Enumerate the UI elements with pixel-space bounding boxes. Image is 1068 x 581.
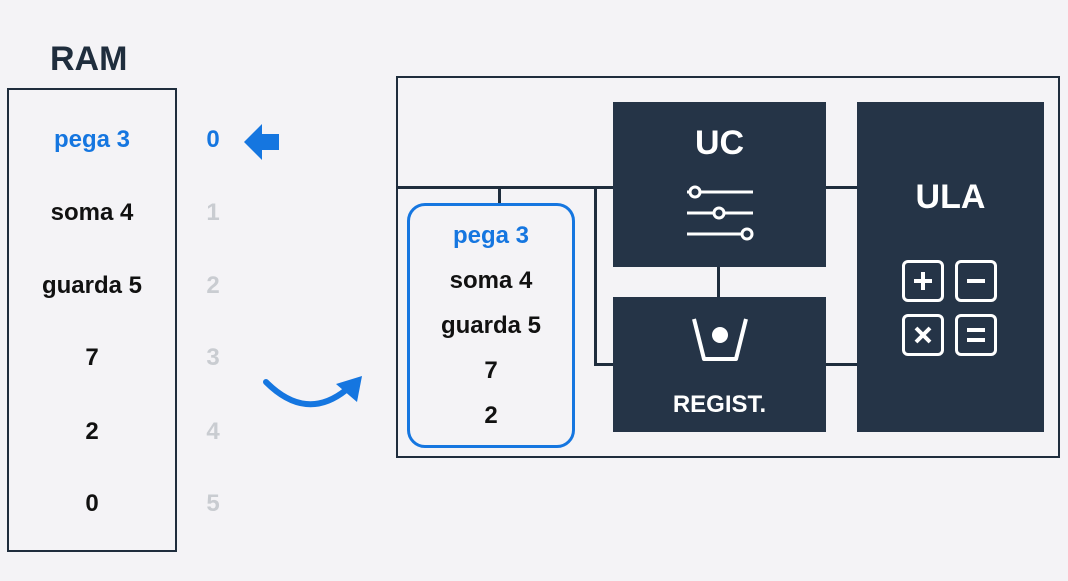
cache-box: pega 3 soma 4 guarda 5 7 2 (407, 203, 575, 448)
ram-box (7, 88, 177, 552)
ram-address-1: 1 (206, 199, 220, 226)
minus-key-icon (955, 260, 997, 302)
cache-item-2: guarda 5 (440, 312, 542, 339)
cache-item-1: soma 4 (449, 267, 533, 294)
register-label: REGIST. (672, 391, 767, 418)
cache-item-3: 7 (484, 357, 498, 384)
ram-cell-0: pega 3 (53, 126, 131, 153)
ram-address-5: 5 (206, 490, 220, 517)
cache-item-0: pega 3 (452, 222, 530, 249)
ram-cell-4: 2 (85, 418, 99, 445)
bus-line (498, 186, 501, 204)
ram-address-3: 3 (206, 344, 220, 371)
uc-label: UC (694, 124, 745, 162)
ram-address-4: 4 (206, 418, 220, 445)
bus-line (397, 186, 614, 189)
ram-address-0: 0 (206, 126, 220, 153)
bus-line (826, 186, 858, 189)
ram-cell-3: 7 (85, 344, 99, 371)
bus-line (594, 186, 597, 366)
curved-arrow-icon (263, 376, 362, 408)
bus-line (594, 363, 614, 366)
ula-label: ULA (915, 178, 986, 216)
plus-key-icon (902, 260, 944, 302)
sliders-icon (687, 185, 754, 241)
equals-key-icon (955, 314, 997, 356)
ula-block: ULA (857, 102, 1044, 432)
cache-item-4: 2 (484, 402, 498, 429)
ram-title: RAM (50, 40, 128, 78)
uc-block: UC (613, 102, 826, 267)
ram-cell-1: soma 4 (50, 199, 134, 226)
cup-icon (692, 318, 748, 361)
ram-cell-2: guarda 5 (41, 272, 143, 299)
register-block: REGIST. (613, 297, 826, 432)
times-key-icon (902, 314, 944, 356)
ram-address-2: 2 (206, 272, 220, 299)
ram-cell-5: 0 (85, 490, 99, 517)
cpu-frame (396, 76, 1060, 458)
bus-line (717, 266, 720, 298)
bus-line (826, 363, 858, 366)
left-arrow-icon (244, 124, 279, 160)
